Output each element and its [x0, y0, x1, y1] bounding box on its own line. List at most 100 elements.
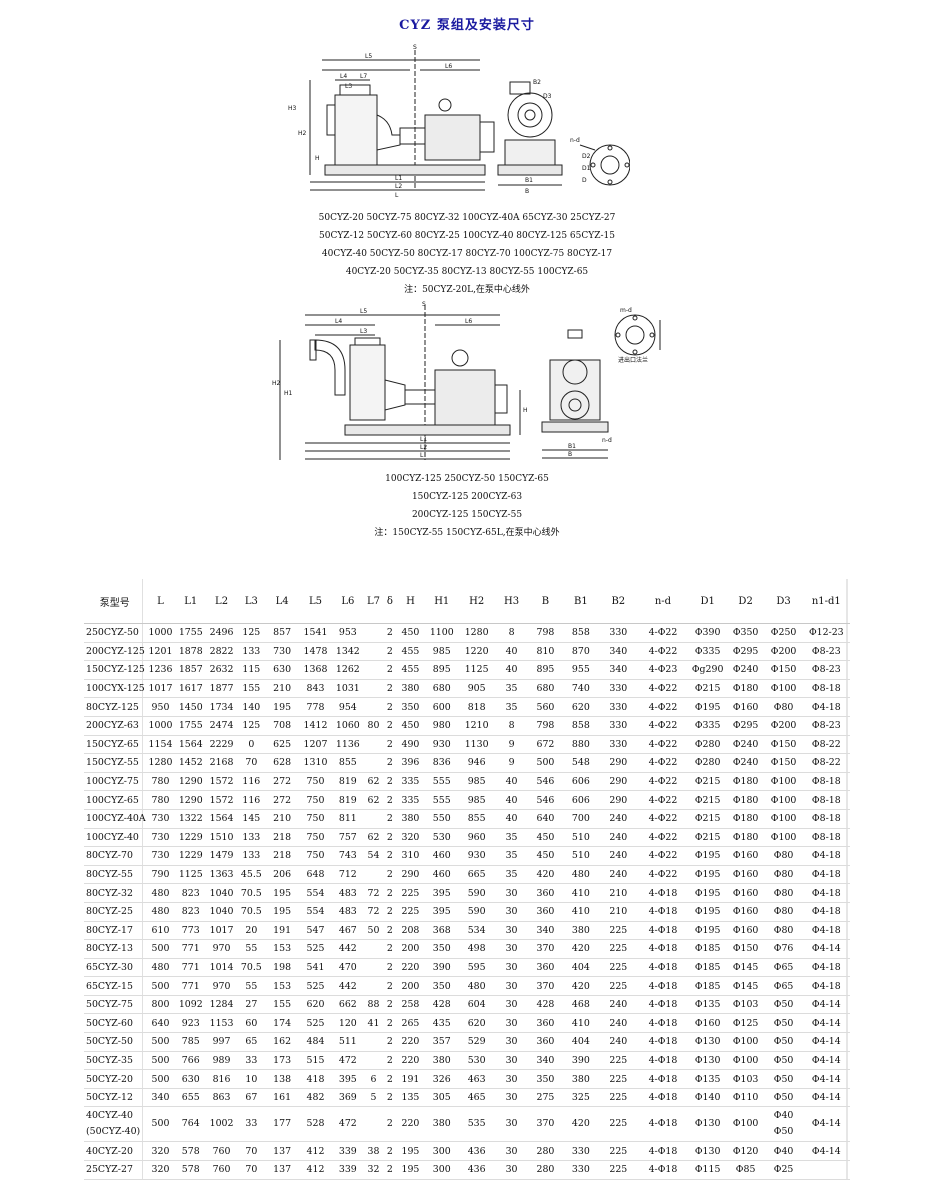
- table-cell: [363, 679, 384, 699]
- table-cell: 750: [298, 828, 333, 848]
- table-cell: 460: [424, 865, 459, 885]
- table-cell: [363, 976, 384, 996]
- model-cell: 50CYZ-12: [84, 1088, 146, 1108]
- table-cell: 368: [424, 921, 459, 941]
- table-cell: 510: [562, 846, 600, 866]
- table-cell: 116: [236, 772, 266, 792]
- table-cell: 300: [424, 1160, 459, 1180]
- table-cell: 220: [396, 1032, 425, 1052]
- table-cell: 225: [599, 976, 638, 996]
- table-cell: [363, 697, 384, 717]
- table-cell: 32: [363, 1160, 384, 1180]
- table-cell: 1002: [206, 1106, 237, 1143]
- table-cell: 339: [332, 1160, 364, 1180]
- table-cell: Φ240: [726, 735, 765, 755]
- table-cell: Φ65: [764, 976, 803, 996]
- table-cell: Φ4-18: [802, 902, 850, 922]
- table-cell: 258: [396, 995, 425, 1015]
- caption-note: 注：150CYZ-55 150CYZ-65L,在泵中心线外: [374, 528, 560, 538]
- dim-label: L5: [365, 53, 372, 60]
- table-cell: 529: [458, 1032, 495, 1052]
- table-cell: Φ4-14: [802, 1032, 850, 1052]
- table-cell: [363, 809, 384, 829]
- table-cell: 857: [265, 623, 299, 643]
- table-cell: 137: [265, 1141, 299, 1162]
- dim-label: L3: [345, 83, 352, 90]
- table-cell: Φ200: [764, 716, 803, 736]
- table-cell: 1040: [206, 902, 237, 922]
- table-cell: Φ80: [764, 697, 803, 717]
- table-cell: 1040: [206, 883, 237, 903]
- table-cell: 330: [599, 623, 638, 643]
- table-cell: 743: [332, 846, 364, 866]
- table-cell: Φ4-14: [802, 939, 850, 959]
- table-cell: 290: [599, 772, 638, 792]
- model-cell: 100CYZ-75: [84, 772, 146, 792]
- table-cell: 855: [458, 809, 495, 829]
- table-cell: 4-Φ18: [637, 1032, 689, 1052]
- dim-label: n-d: [602, 437, 612, 444]
- table-cell: 2: [383, 1013, 397, 1034]
- model-cell: 80CYZ-55: [84, 865, 146, 885]
- dim-label: B1: [568, 443, 576, 450]
- table-cell: 340: [528, 1051, 563, 1071]
- table-cell: 4-Φ18: [637, 921, 689, 941]
- table-cell: 980: [424, 716, 459, 736]
- table-cell: 1572: [206, 772, 237, 792]
- table-cell: 420: [528, 865, 563, 885]
- model-cell: 50CYZ-20: [84, 1069, 146, 1089]
- table-cell: Φ4-14: [802, 1013, 850, 1034]
- table-cell: 1280: [145, 753, 176, 773]
- table-cell: 985: [458, 790, 495, 810]
- table-cell: Φ50: [764, 1069, 803, 1089]
- table-cell: 9: [494, 735, 529, 755]
- table-cell: 480: [145, 883, 176, 903]
- table-cell: 195: [396, 1160, 425, 1180]
- table-cell: 70.5: [236, 958, 266, 978]
- table-cell: 2: [383, 753, 397, 773]
- table-cell: Φ100: [764, 679, 803, 699]
- table-cell: 2: [383, 1051, 397, 1071]
- table-cell: 2: [383, 660, 397, 680]
- table-cell: Φ240: [726, 660, 765, 680]
- table-cell: 62: [363, 828, 384, 848]
- table-cell: 880: [562, 735, 600, 755]
- table-cell: 1363: [206, 865, 237, 885]
- table-cell: 4-Φ18: [637, 958, 689, 978]
- table-cell: 1572: [206, 790, 237, 810]
- table-cell: 482: [298, 1088, 333, 1108]
- dim-label: D3: [543, 93, 552, 100]
- table-cell: 339: [332, 1141, 364, 1162]
- table-cell: 500: [145, 1106, 176, 1143]
- table-cell: 785: [175, 1032, 207, 1052]
- table-cell: 4-Φ18: [637, 1160, 689, 1180]
- table-cell: 4-Φ18: [637, 1141, 689, 1162]
- table-cell: Φ130: [688, 1051, 727, 1071]
- table-cell: Φ200: [764, 642, 803, 662]
- pump-drawing-1: S L5 L6 L4 L7 L3 B2 D3 H3 H2 H L1 L2 L B…: [280, 40, 630, 200]
- table-cell: 530: [424, 828, 459, 848]
- table-cell: 428: [528, 995, 563, 1015]
- dim-label: H: [523, 407, 528, 414]
- table-cell: Φ150: [764, 753, 803, 773]
- model-cell: 80CYZ-25: [84, 902, 146, 922]
- table-cell: 340: [599, 660, 638, 680]
- dim-label: L3: [360, 328, 367, 335]
- table-cell: 395: [332, 1069, 364, 1089]
- table-cell: 280: [528, 1160, 563, 1180]
- table-cell: 60: [236, 1013, 266, 1034]
- table-cell: 240: [599, 809, 638, 829]
- model-cell: 50CYZ-35: [84, 1051, 146, 1071]
- table-cell: 135: [396, 1088, 425, 1108]
- table-cell: 360: [528, 902, 563, 922]
- table-cell: 305: [424, 1088, 459, 1108]
- table-cell: 730: [145, 846, 176, 866]
- model-cell: 200CYZ-63: [84, 716, 146, 736]
- table-cell: 225: [396, 902, 425, 922]
- table-cell: 225: [599, 1069, 638, 1089]
- table-cell: 40: [494, 660, 529, 680]
- table-cell: Φ4-14: [802, 1141, 850, 1162]
